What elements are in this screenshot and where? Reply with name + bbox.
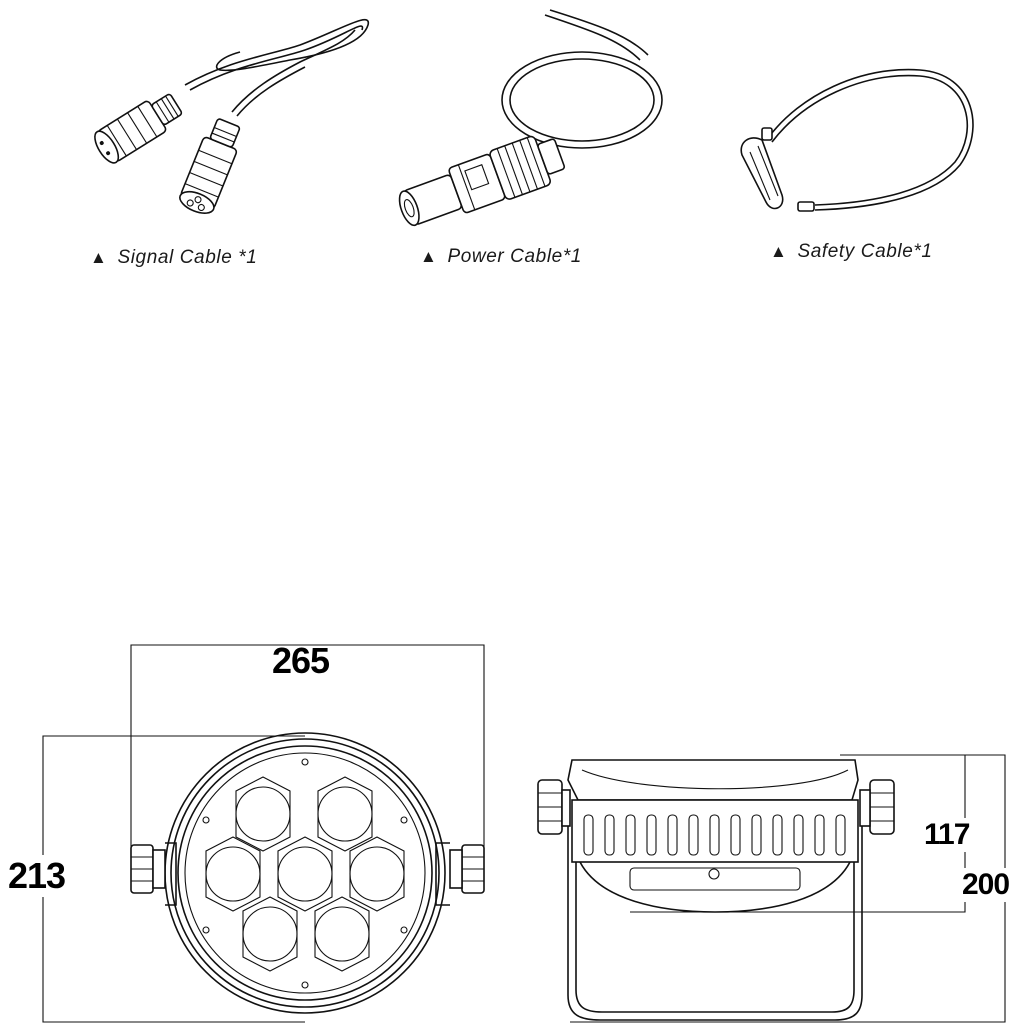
safety-cable-illustration — [740, 68, 974, 212]
power-cable-caption: ▲ Power Cable*1 — [420, 246, 582, 268]
dimension-line-265 — [130, 644, 485, 858]
heat-sink-fins — [583, 814, 846, 856]
triangle-marker-icon: ▲ — [90, 248, 108, 267]
signal-cable-label: Signal Cable *1 — [117, 247, 258, 268]
dimension-front-height-label: 213 — [8, 855, 66, 897]
signal-cable-illustration — [94, 19, 369, 214]
dimension-side-total-label: 200 — [962, 868, 1010, 902]
signal-cable-caption: ▲ Signal Cable *1 — [90, 247, 257, 269]
triangle-marker-icon: ▲ — [420, 247, 438, 266]
led-lens-array — [205, 776, 405, 972]
dimension-side-inner-label: 117 — [924, 818, 970, 852]
front-view-drawing — [42, 644, 485, 1023]
dimension-width-label: 265 — [272, 640, 330, 681]
triangle-marker-icon: ▲ — [770, 242, 788, 261]
safety-cable-label: Safety Cable*1 — [797, 241, 933, 262]
power-cable-label: Power Cable*1 — [447, 246, 582, 267]
safety-cable-caption: ▲ Safety Cable*1 — [770, 241, 933, 263]
power-cable-illustration — [398, 9, 663, 227]
dimension-line-200 — [570, 754, 1006, 1023]
side-view-drawing — [537, 754, 1006, 1023]
